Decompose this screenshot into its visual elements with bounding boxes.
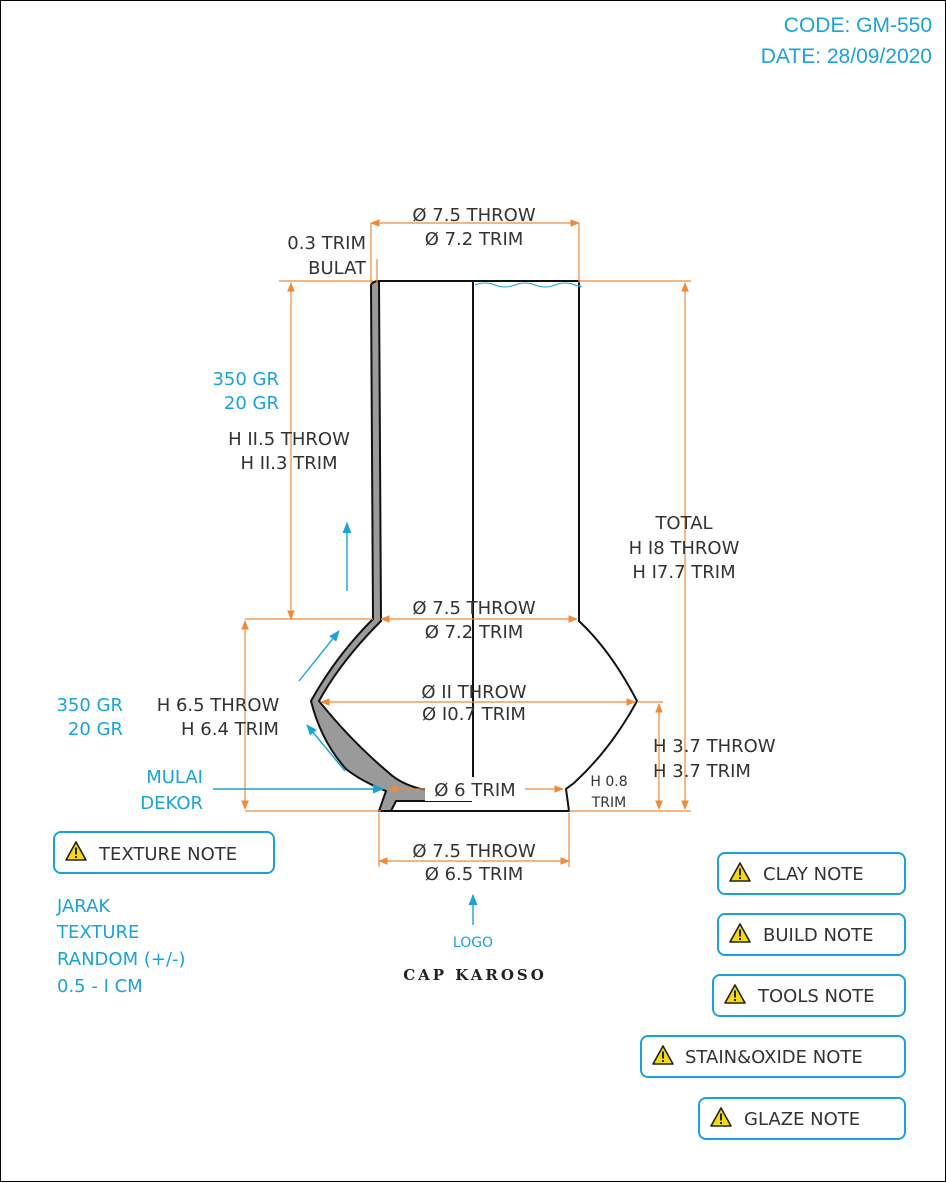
clay-note-button[interactable]: CLAY NOTE (717, 852, 906, 895)
texture-spacing-4: 0.5 - I CM (57, 976, 143, 997)
logo-label: LOGO (453, 935, 493, 951)
foot-height: H 0.8 (590, 774, 627, 790)
foot-diameter-throw: Ø 7.5 THROW (412, 841, 535, 862)
body-height-trim: H 6.4 TRIM (181, 719, 279, 740)
lower-weight: 350 GR (56, 695, 123, 716)
glaze-note-label: GLAZE NOTE (744, 1109, 860, 1130)
clay-note-label: CLAY NOTE (763, 864, 864, 885)
inner-base-trim: Ø 6 TRIM (434, 780, 515, 801)
texture-note-label: TEXTURE NOTE (98, 844, 237, 865)
belly-diameter-trim: Ø I0.7 TRIM (422, 704, 526, 725)
upper-weight: 350 GR (212, 369, 279, 390)
lip-shape: BULAT (308, 258, 367, 279)
vase-wall-section (309, 279, 472, 812)
top-diameter-throw: Ø 7.5 THROW (412, 205, 535, 226)
lower-height-throw: H 3.7 THROW (653, 736, 776, 757)
foot-diameter-trim: Ø 6.5 TRIM (425, 864, 524, 885)
total-height-throw: H I8 THROW (629, 538, 740, 559)
texture-note-button[interactable]: TEXTURE NOTE (53, 831, 275, 874)
texture-spacing-1: JARAK (56, 896, 111, 917)
start-decor-line2: DEKOR (140, 793, 203, 814)
upper-weight-2: 20 GR (224, 393, 279, 414)
stain-oxide-note-label: STAIN&OXIDE NOTE (685, 1047, 863, 1068)
neck-diameter-throw: Ø 7.5 THROW (412, 598, 535, 619)
body-height-throw: H 6.5 THROW (157, 695, 280, 716)
tools-note-button[interactable]: TOOLS NOTE (712, 974, 906, 1017)
neck-height-trim: H II.3 TRIM (240, 453, 337, 474)
total-height-trim: H I7.7 TRIM (632, 562, 735, 583)
drawing-code: CODE: GM-550 (784, 14, 932, 37)
foot-height-trim: TRIM (591, 795, 627, 811)
top-diameter-trim: Ø 7.2 TRIM (425, 229, 524, 250)
texture-spacing-2: TEXTURE (56, 922, 139, 943)
belly-diameter-throw: Ø II THROW (421, 682, 526, 703)
total-label: TOTAL (654, 513, 712, 534)
vase-outer-profile (379, 280, 639, 812)
stain-oxide-note-button[interactable]: STAIN&OXIDE NOTE (640, 1035, 906, 1078)
drawing-date: DATE: 28/09/2020 (761, 45, 932, 68)
build-note-button[interactable]: BUILD NOTE (717, 913, 906, 956)
rim-wave (474, 282, 582, 288)
neck-diameter-trim: Ø 7.2 TRIM (425, 622, 524, 643)
lower-height-trim: H 3.7 TRIM (653, 761, 751, 782)
glaze-note-button[interactable]: GLAZE NOTE (698, 1097, 906, 1140)
stamp-label: CAP KAROSO (403, 966, 547, 984)
neck-height-throw: H II.5 THROW (228, 429, 350, 450)
texture-spacing-3: RANDOM (+/-) (57, 949, 186, 970)
lip-trim: 0.3 TRIM (287, 233, 366, 254)
lower-weight-2: 20 GR (68, 719, 123, 740)
tools-note-label: TOOLS NOTE (757, 986, 875, 1007)
start-decor-line1: MULAI (146, 767, 203, 788)
build-note-label: BUILD NOTE (763, 925, 873, 946)
